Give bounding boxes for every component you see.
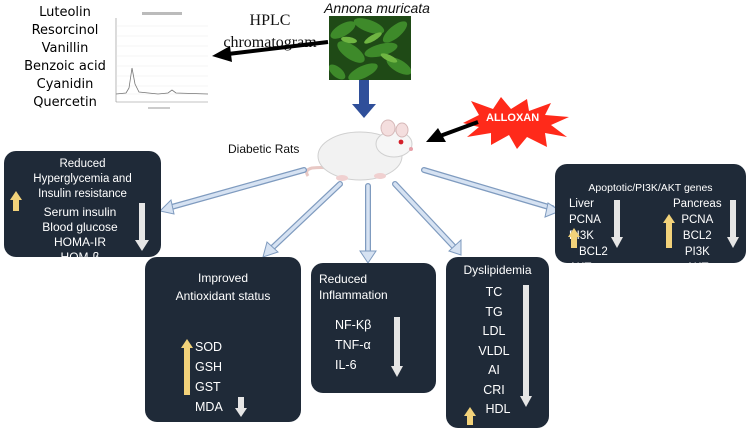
gene-item: BCL2 [682,230,712,242]
indicator-item: VLDL [478,343,510,358]
decrease-arrow-icon [611,200,623,248]
plant-name: Annona muricata [324,0,430,16]
indicator-item: HOM-β [60,250,100,264]
indicator-item: TG [485,304,503,319]
increase-arrow-icon [10,191,22,211]
indicator-item: TC [485,285,503,299]
title-line: Antioxidant status [175,289,271,303]
decrease-arrow-icon [520,285,532,407]
indicator-item: GST [195,380,221,394]
indicator-item: CRI [483,382,505,397]
increase-arrow-icon [181,339,193,395]
liver-label: Liver [569,198,594,210]
indicator-item: HDL [485,402,511,416]
leaf-to-compounds-arrow [212,40,329,62]
compound-item: Quercetin [33,95,97,110]
indicator-item: IL-6 [335,358,357,372]
decrease-arrow-icon [235,397,247,417]
compound-item: Cyanidin [36,77,94,92]
indicator-item: Serum insulin [43,205,117,219]
diabetic-rats-label: Diabetic Rats [228,142,300,156]
increase-arrow-icon [663,214,675,248]
increase-arrow-icon [464,407,476,425]
hyperglycemia-title: Reduced Hyperglycemia and Insulin resist… [4,157,161,202]
pancreas-label: Pancreas [673,198,722,210]
inflammation-title: Reduced Inflammation [319,271,429,303]
hyperglycemia-box: Reduced Hyperglycemia and Insulin resist… [4,151,161,264]
indicator-item: SOD [195,340,223,354]
dyslipidemia-box: Dyslipidemia TC TG LDL VLDL AI CRI HDL [446,257,549,428]
indicator-item: HOMA-IR [54,235,106,249]
indicator-item: GSH [195,360,223,374]
indicator-item: NF-Kβ [335,318,372,332]
indicator-item: Blood glucose [42,220,118,234]
indicator-item: LDL [482,324,506,338]
decrease-arrow-icon [727,200,739,248]
antioxidant-box: Improved Antioxidant status SOD GSH GST … [145,257,301,422]
gene-item: PCNA [681,214,714,226]
indicator-item: TNF-α [335,338,371,352]
compound-item: Luteolin [39,5,91,20]
indicator-item: MDA [195,400,223,414]
rat-image [305,119,413,181]
compound-item: Vanillin [41,41,89,56]
dyslipidemia-title: Dyslipidemia [463,263,532,277]
title-line: Improved [197,271,249,285]
leaf-image [329,16,411,80]
leaf-to-rat-arrow [352,80,376,118]
gene-item: AKT [686,262,709,274]
title-line: Inflammation [319,288,388,302]
genes-title: Apoptotic/PI3K/AKT genes [588,182,713,194]
gene-item: PI3K [684,246,710,258]
chromatogram-image [108,6,212,116]
title-line: Reduced [59,158,106,170]
compound-item: Benzoic acid [24,59,106,74]
title-line: Insulin resistance [38,188,127,200]
decrease-arrow-icon [391,317,403,377]
title-line: Reduced [319,272,368,286]
gene-item: PCNA [569,214,601,226]
alloxan-burst-icon [463,97,569,149]
gene-item: AKT [569,262,592,274]
compound-item: Resorcinol [31,23,99,38]
pancreas-column: Pancreas PCNA BCL2 PI3K AKT [673,196,722,276]
increase-arrow-icon [568,228,580,248]
decrease-arrow-icon [135,203,149,251]
hplc-label-line: HPLC [249,12,291,29]
alloxan-label: ALLOXAN [486,112,540,124]
indicator-item: AI [488,363,500,377]
gene-item: BCL2 [579,246,608,258]
inflammation-box: Reduced Inflammation NF-Kβ TNF-α IL-6 [311,263,436,393]
compound-list: Luteolin Resorcinol Vanillin Benzoic aci… [6,4,124,112]
antioxidant-title: Improved Antioxidant status [145,269,301,305]
title-line: Hyperglycemia and [33,173,132,185]
alloxan-to-rat-arrow [426,120,479,142]
genes-box: Apoptotic/PI3K/AKT genes Liver PCNA PI3K… [555,164,746,274]
